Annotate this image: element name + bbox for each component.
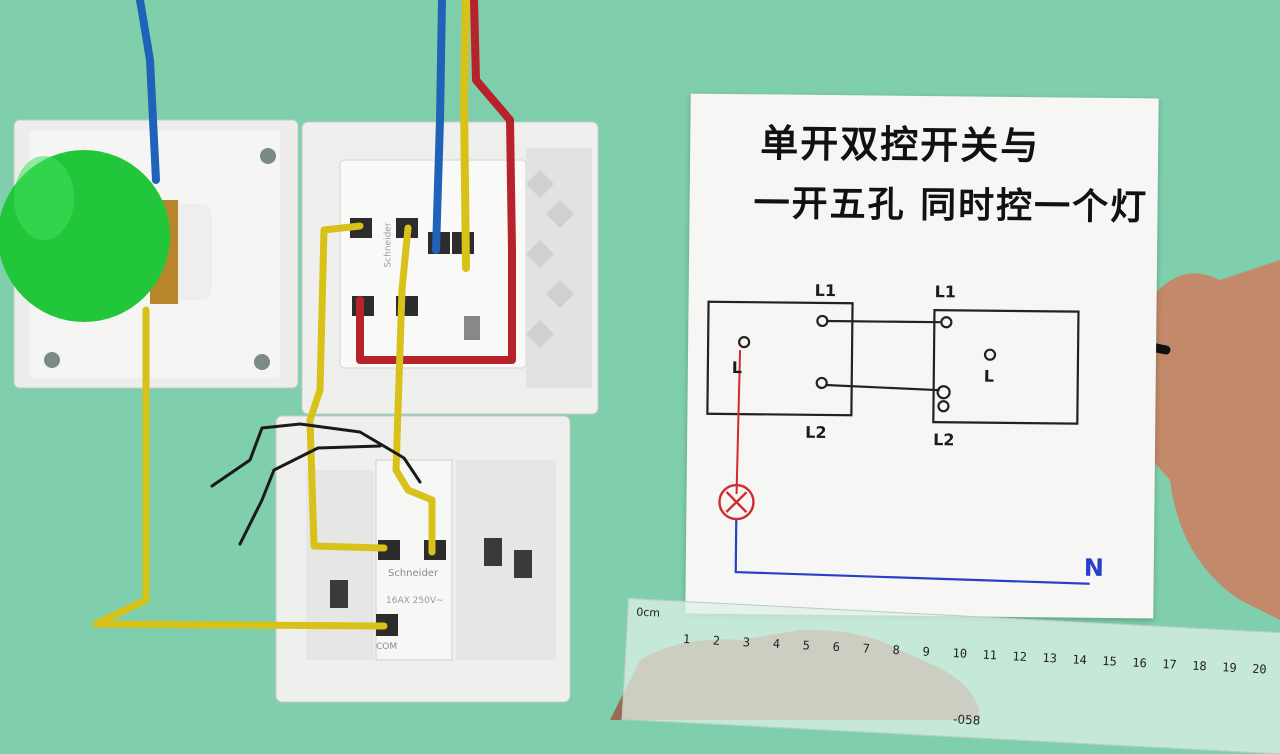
- neutral-wire: [734, 520, 1090, 585]
- ruler-number: 20: [1251, 661, 1267, 677]
- right-l2-label: L2: [933, 430, 955, 450]
- left-l-label: L: [731, 358, 743, 378]
- right-l-label: L: [983, 366, 995, 386]
- neutral-label: N: [1083, 553, 1105, 582]
- ruler-number: 11: [982, 647, 998, 663]
- ruler-number: 4: [772, 636, 781, 652]
- ruler-unit-label: 0cm: [635, 605, 661, 620]
- ruler-number: 3: [742, 635, 751, 650]
- five-hole-socket-plate: [275, 415, 571, 703]
- bottom-switch-terminal: COM: [376, 642, 398, 652]
- ruler-number: 14: [1072, 652, 1088, 668]
- ruler-number: 19: [1221, 660, 1237, 675]
- double-control-switch-plate: [301, 121, 599, 415]
- ruler-number: 9: [922, 644, 931, 659]
- ruler-number: 5: [802, 638, 811, 653]
- right-l1-label: L1: [934, 282, 957, 302]
- photo-scene: [0, 0, 1280, 720]
- ruler-number: 2: [712, 633, 721, 648]
- ruler-number: 7: [862, 641, 871, 656]
- top-switch-brand: Schneider: [383, 222, 394, 268]
- wiring-diagram: [706, 300, 1090, 585]
- ruler-number: 8: [892, 642, 901, 658]
- ruler-number: 15: [1101, 653, 1118, 669]
- diagram-paper: 单开双控开关与 一开五孔 同时控一个灯 L1 L1 L2 L2 L L N: [685, 93, 1159, 619]
- bottom-switch-brand: Schneider: [388, 568, 439, 579]
- ruler-number: 10: [952, 646, 968, 661]
- phase-wire: [735, 350, 742, 495]
- wires: [92, 0, 516, 630]
- left-l1-label: L1: [814, 280, 837, 301]
- ruler-number: 18: [1191, 658, 1208, 674]
- ruler-number: 16: [1131, 655, 1148, 671]
- ruler-number: 13: [1042, 650, 1058, 666]
- right-switch-box: [932, 309, 1080, 425]
- ruler-number: 1: [682, 631, 691, 647]
- bottom-switch-rating: 16AX 250V~: [386, 596, 444, 606]
- left-switch-box: [706, 300, 854, 417]
- light-bulb: [0, 150, 212, 322]
- ruler-number: 6: [832, 639, 841, 655]
- ruler-number: 12: [1012, 649, 1028, 664]
- lamp-symbol: [718, 483, 755, 521]
- ruler-number: 17: [1161, 657, 1178, 672]
- left-l2-label: L2: [805, 422, 827, 443]
